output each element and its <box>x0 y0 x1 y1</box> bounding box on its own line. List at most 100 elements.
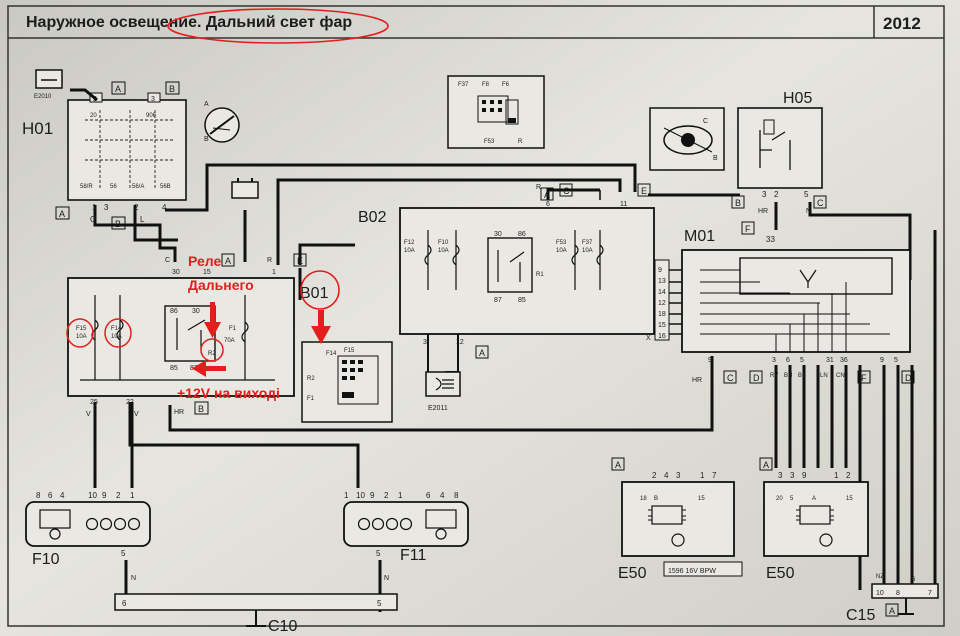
f11-wire-n: N <box>384 575 389 582</box>
svg-text:7: 7 <box>712 471 717 480</box>
svg-text:1: 1 <box>700 471 705 480</box>
b01-detail-f1: F1 <box>307 396 315 402</box>
svg-text:13: 13 <box>658 278 666 285</box>
b01-f15: F15 <box>76 326 87 332</box>
title-highlight-circle <box>167 8 389 44</box>
m01-label: M01 <box>684 228 715 245</box>
c10-ground-bar <box>114 593 398 627</box>
m01-conn-d <box>749 370 763 384</box>
b01-f15-rating: 10A <box>76 334 87 340</box>
b01-conn-e <box>293 253 307 267</box>
svg-text:10: 10 <box>356 491 365 500</box>
b02-f12: F12 <box>404 240 415 246</box>
relay-annotation-line2: Дальнего <box>188 277 254 293</box>
e50-right-label: E50 <box>766 565 795 582</box>
e50-right-pins: 3 3 9 1 2 <box>778 471 851 480</box>
svg-text:6: 6 <box>786 357 790 364</box>
b01-detail <box>301 341 393 423</box>
c15-int-6: 6 <box>912 577 916 583</box>
dashboard-lamp-icon <box>35 69 63 89</box>
h05-label: H05 <box>783 90 812 107</box>
svg-text:4: 4 <box>664 471 669 480</box>
e50l-int-b: B <box>654 496 658 502</box>
svg-text:4: 4 <box>440 491 445 500</box>
headlamp-c-label: C <box>703 118 708 125</box>
svg-text:2: 2 <box>134 203 139 212</box>
r1-pin-30: 30 <box>494 231 502 238</box>
c10-label: C10 <box>268 618 297 635</box>
svg-text:4: 4 <box>60 491 65 500</box>
m01-conn-f2-label: F <box>861 373 867 383</box>
b01-conn-e-label: E <box>297 256 303 266</box>
h05-conn-b <box>731 195 745 209</box>
b01-wire-v1: V <box>86 411 91 418</box>
b01-f14: F14 <box>111 326 122 332</box>
detail-r: R <box>518 139 523 145</box>
m01-conn-c-label: C <box>727 373 734 383</box>
r2-pin-85: 85 <box>170 365 178 372</box>
b02-pin-12: 12 <box>456 339 464 346</box>
svg-text:3: 3 <box>104 203 109 212</box>
svg-text:1: 1 <box>92 203 97 212</box>
b02-f10-rating: 10A <box>438 248 449 254</box>
m01-pin-9: 9 <box>708 357 712 364</box>
c15-label: C15 <box>846 607 875 624</box>
h01-conn-b2-label: B <box>115 219 121 229</box>
h05-pin-3: 3 <box>762 190 767 199</box>
e50-right-box <box>763 481 869 557</box>
b01-conn-b-label: B <box>198 404 204 414</box>
b01-wire-hr: HR <box>174 409 184 416</box>
e50l-int-18: 18 <box>640 496 647 502</box>
f14-highlight-circle <box>104 318 132 348</box>
m01-conn-f <box>741 221 755 235</box>
b02-conn-e <box>637 183 651 197</box>
h01-conn-b <box>165 81 180 95</box>
m01-bottom-pins: 3 6 5 31 36 9 5 <box>772 357 898 364</box>
e50l-int-15: 15 <box>698 496 705 502</box>
m01-wire-hr: HR <box>692 377 702 384</box>
b02-pin-11: 11 <box>620 201 627 208</box>
svg-text:2: 2 <box>846 471 851 480</box>
relay-pointer-arrow-icon <box>204 302 221 338</box>
b02-f37: F37 <box>582 240 593 246</box>
stalk-b-label: B <box>204 136 209 143</box>
m01-pin-33: 33 <box>766 235 775 244</box>
svg-text:9: 9 <box>102 491 107 500</box>
m01-conn-f-label: F <box>745 224 751 234</box>
c15-pin-8: 8 <box>896 590 900 597</box>
b01-conn-b <box>194 401 209 415</box>
b02-x-label: X <box>646 335 651 342</box>
page-frame <box>7 5 945 627</box>
svg-text:6: 6 <box>426 491 431 500</box>
f10-wire-n: N <box>131 575 136 582</box>
svg-text:1: 1 <box>130 491 135 500</box>
b01-detail-r2: R2 <box>307 376 315 382</box>
b01-wire-v2: V <box>134 411 139 418</box>
year-label: 2012 <box>883 14 921 33</box>
c10-pin-6: 6 <box>122 599 127 608</box>
f11-pins: 1 10 9 2 1 6 4 8 <box>344 491 459 500</box>
e50r-int-a: A <box>812 496 816 502</box>
h05-wire-n: N <box>806 208 811 215</box>
svg-text:3: 3 <box>676 471 681 480</box>
svg-text:8: 8 <box>36 491 41 500</box>
headlamp-unit-icon <box>649 107 725 171</box>
h01-label: H01 <box>22 119 53 138</box>
m01-conn-d2 <box>901 370 915 384</box>
svg-text:58/R: 58/R <box>80 184 93 190</box>
e2010-label: E2010 <box>34 94 52 100</box>
h01-wire-c: C <box>90 215 96 224</box>
h05-conn-b-label: B <box>735 198 741 208</box>
svg-text:9: 9 <box>658 267 662 274</box>
f15-highlight-circle <box>66 318 94 348</box>
stalk-switch-icon <box>204 107 240 143</box>
svg-text:31: 31 <box>826 357 834 364</box>
e50r-conn-a <box>759 457 773 471</box>
c15-conn-a <box>885 603 899 617</box>
headlamp-b-label: B <box>713 155 718 162</box>
b02-pin-3: 3 <box>423 339 427 346</box>
b02-f37-rating: 10A <box>582 248 593 254</box>
page-title: Наружное освещение. Дальний свет фар <box>26 14 352 31</box>
b02-conn-a2-label: A <box>479 348 485 358</box>
